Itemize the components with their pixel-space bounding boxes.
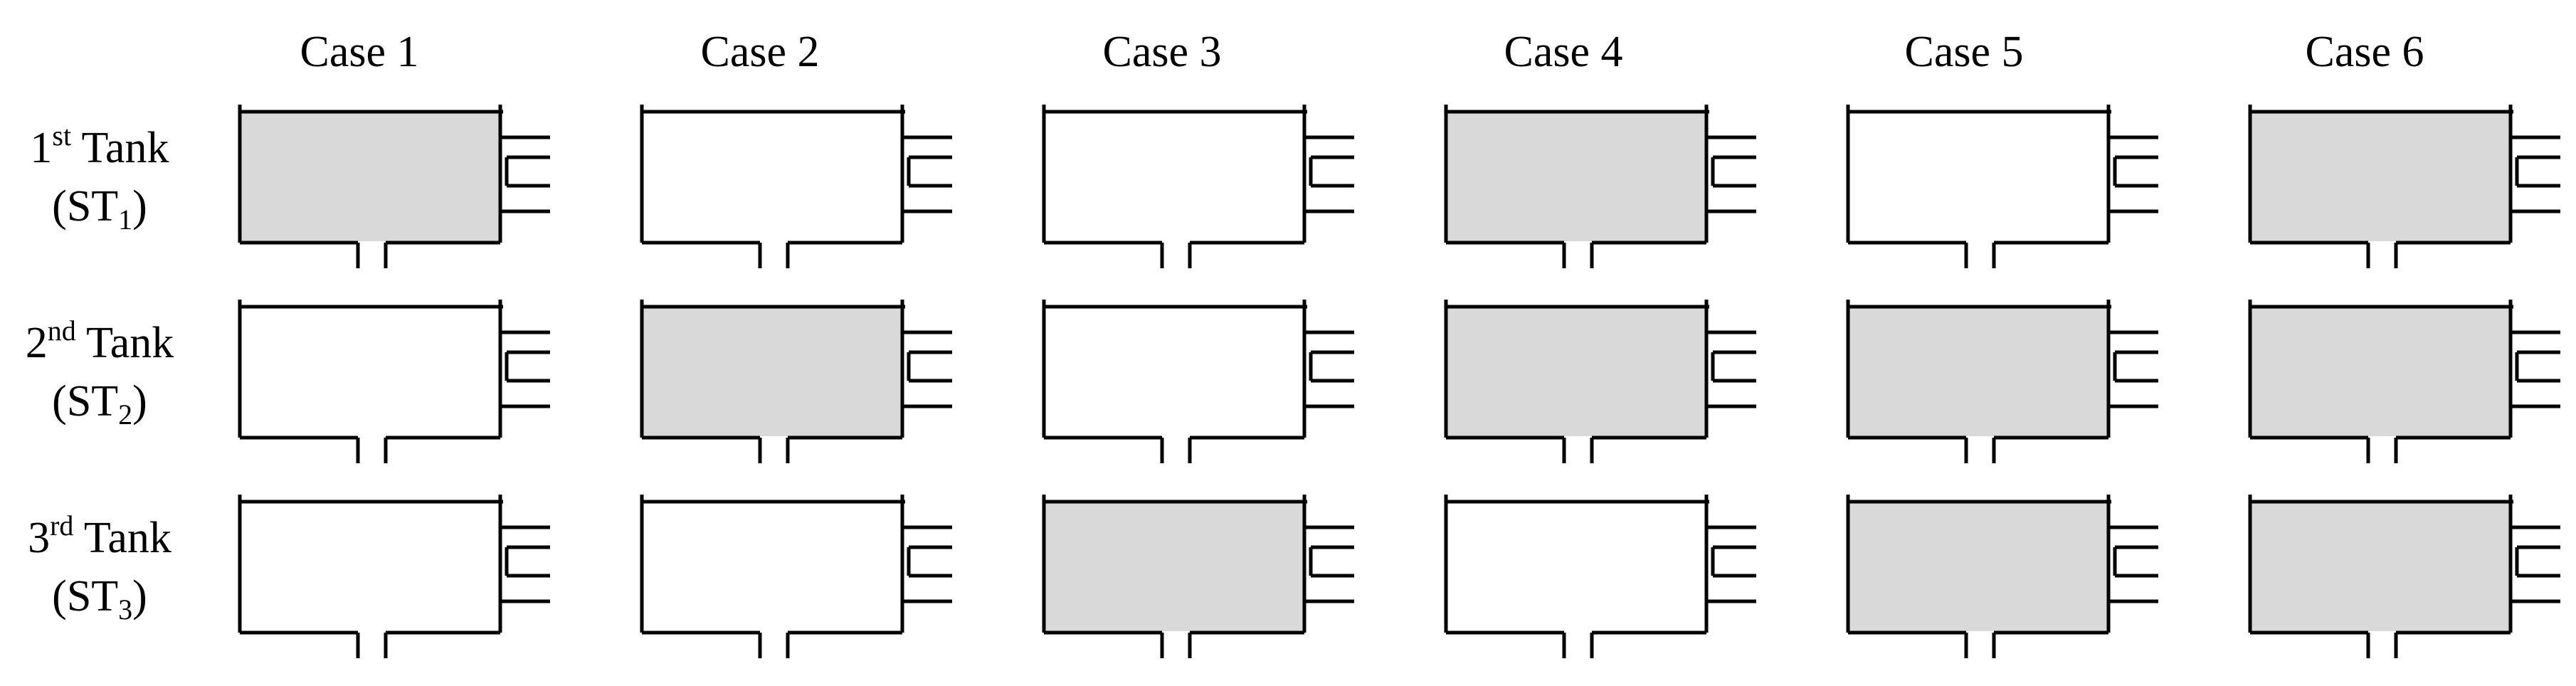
tank-r1-c3 xyxy=(1042,105,1354,268)
row-label-3-space xyxy=(73,514,83,562)
row-label-2-code-open: (ST xyxy=(52,377,118,426)
row-label-3-code-open: (ST xyxy=(52,572,118,621)
tank-r2-c6 xyxy=(2248,300,2560,463)
case-labels: Case 1 Case 2 Case 3 Case 4 Case 5 Case … xyxy=(300,28,2424,76)
row-label-2-code-index: 2 xyxy=(118,399,132,431)
row-label-2-word: Tank xyxy=(86,319,174,367)
tank-fill xyxy=(2250,502,2511,631)
tank-grid xyxy=(238,105,2560,658)
case-label-3: Case 3 xyxy=(1102,28,1221,76)
row-label-3-code-close: ) xyxy=(132,572,147,621)
tank-fill xyxy=(642,307,902,436)
row-label-3-code: (ST3) xyxy=(52,572,147,626)
row-label-1-space xyxy=(71,124,81,172)
tank-fill xyxy=(2250,307,2511,436)
tank-r1-c4 xyxy=(1444,105,1756,268)
row-label-1-title: 1st Tank xyxy=(30,120,169,172)
case-label-5: Case 5 xyxy=(1904,28,2023,76)
tank-r2-c5 xyxy=(1846,300,2158,463)
tank-fill xyxy=(1446,307,1706,436)
tank-fill xyxy=(240,112,500,241)
row-label-1-code-index: 1 xyxy=(118,204,132,236)
row-label-3-word: Tank xyxy=(84,514,171,562)
row-label-2-ordinal: 2 xyxy=(26,319,48,367)
tank-r3-c2 xyxy=(640,495,952,658)
tank-fill xyxy=(1446,112,1706,241)
tank-r2-c1 xyxy=(238,300,550,463)
tank-r3-c4 xyxy=(1444,495,1756,658)
row-labels: 1st Tank (ST1) 2nd Tank (ST2) 3rd Tank (… xyxy=(26,120,174,626)
row-label-3-suffix: rd xyxy=(50,510,73,542)
tank-r1-c5 xyxy=(1846,105,2158,268)
tank-r2-c2 xyxy=(640,300,952,463)
tank-r3-c5 xyxy=(1846,495,2158,658)
tank-fill xyxy=(1848,502,2108,631)
row-label-3-title: 3rd Tank xyxy=(28,510,171,562)
row-label-2-suffix: nd xyxy=(48,315,76,347)
case-label-6: Case 6 xyxy=(2305,28,2424,76)
row-label-3-ordinal: 3 xyxy=(28,514,50,562)
case-label-1: Case 1 xyxy=(300,28,418,76)
row-label-1-suffix: st xyxy=(52,120,71,152)
tank-r1-c6 xyxy=(2248,105,2560,268)
tank-fill xyxy=(1848,307,2108,436)
row-label-2-code-close: ) xyxy=(132,377,147,426)
case-label-2: Case 2 xyxy=(700,28,819,76)
row-label-2-title: 2nd Tank xyxy=(26,315,174,367)
tank-r3-c3 xyxy=(1042,495,1354,658)
tank-r1-c2 xyxy=(640,105,952,268)
row-label-1-ordinal: 1 xyxy=(30,124,52,172)
tank-fill xyxy=(2250,112,2511,241)
row-label-2-space xyxy=(76,319,86,367)
row-label-2-code: (ST2) xyxy=(52,377,147,431)
tank-fill xyxy=(1044,502,1304,631)
row-label-1-code-close: ) xyxy=(132,182,147,231)
tank-r1-c1 xyxy=(238,105,550,268)
row-label-3-code-index: 3 xyxy=(118,593,132,626)
tank-r2-c4 xyxy=(1444,300,1756,463)
tank-r3-c6 xyxy=(2248,495,2560,658)
tank-r3-c1 xyxy=(238,495,550,658)
row-label-1-code: (ST1) xyxy=(52,182,147,236)
row-label-1-word: Tank xyxy=(82,124,169,172)
row-label-1-code-open: (ST xyxy=(52,182,118,231)
tank-r2-c3 xyxy=(1042,300,1354,463)
case-label-4: Case 4 xyxy=(1504,28,1622,76)
